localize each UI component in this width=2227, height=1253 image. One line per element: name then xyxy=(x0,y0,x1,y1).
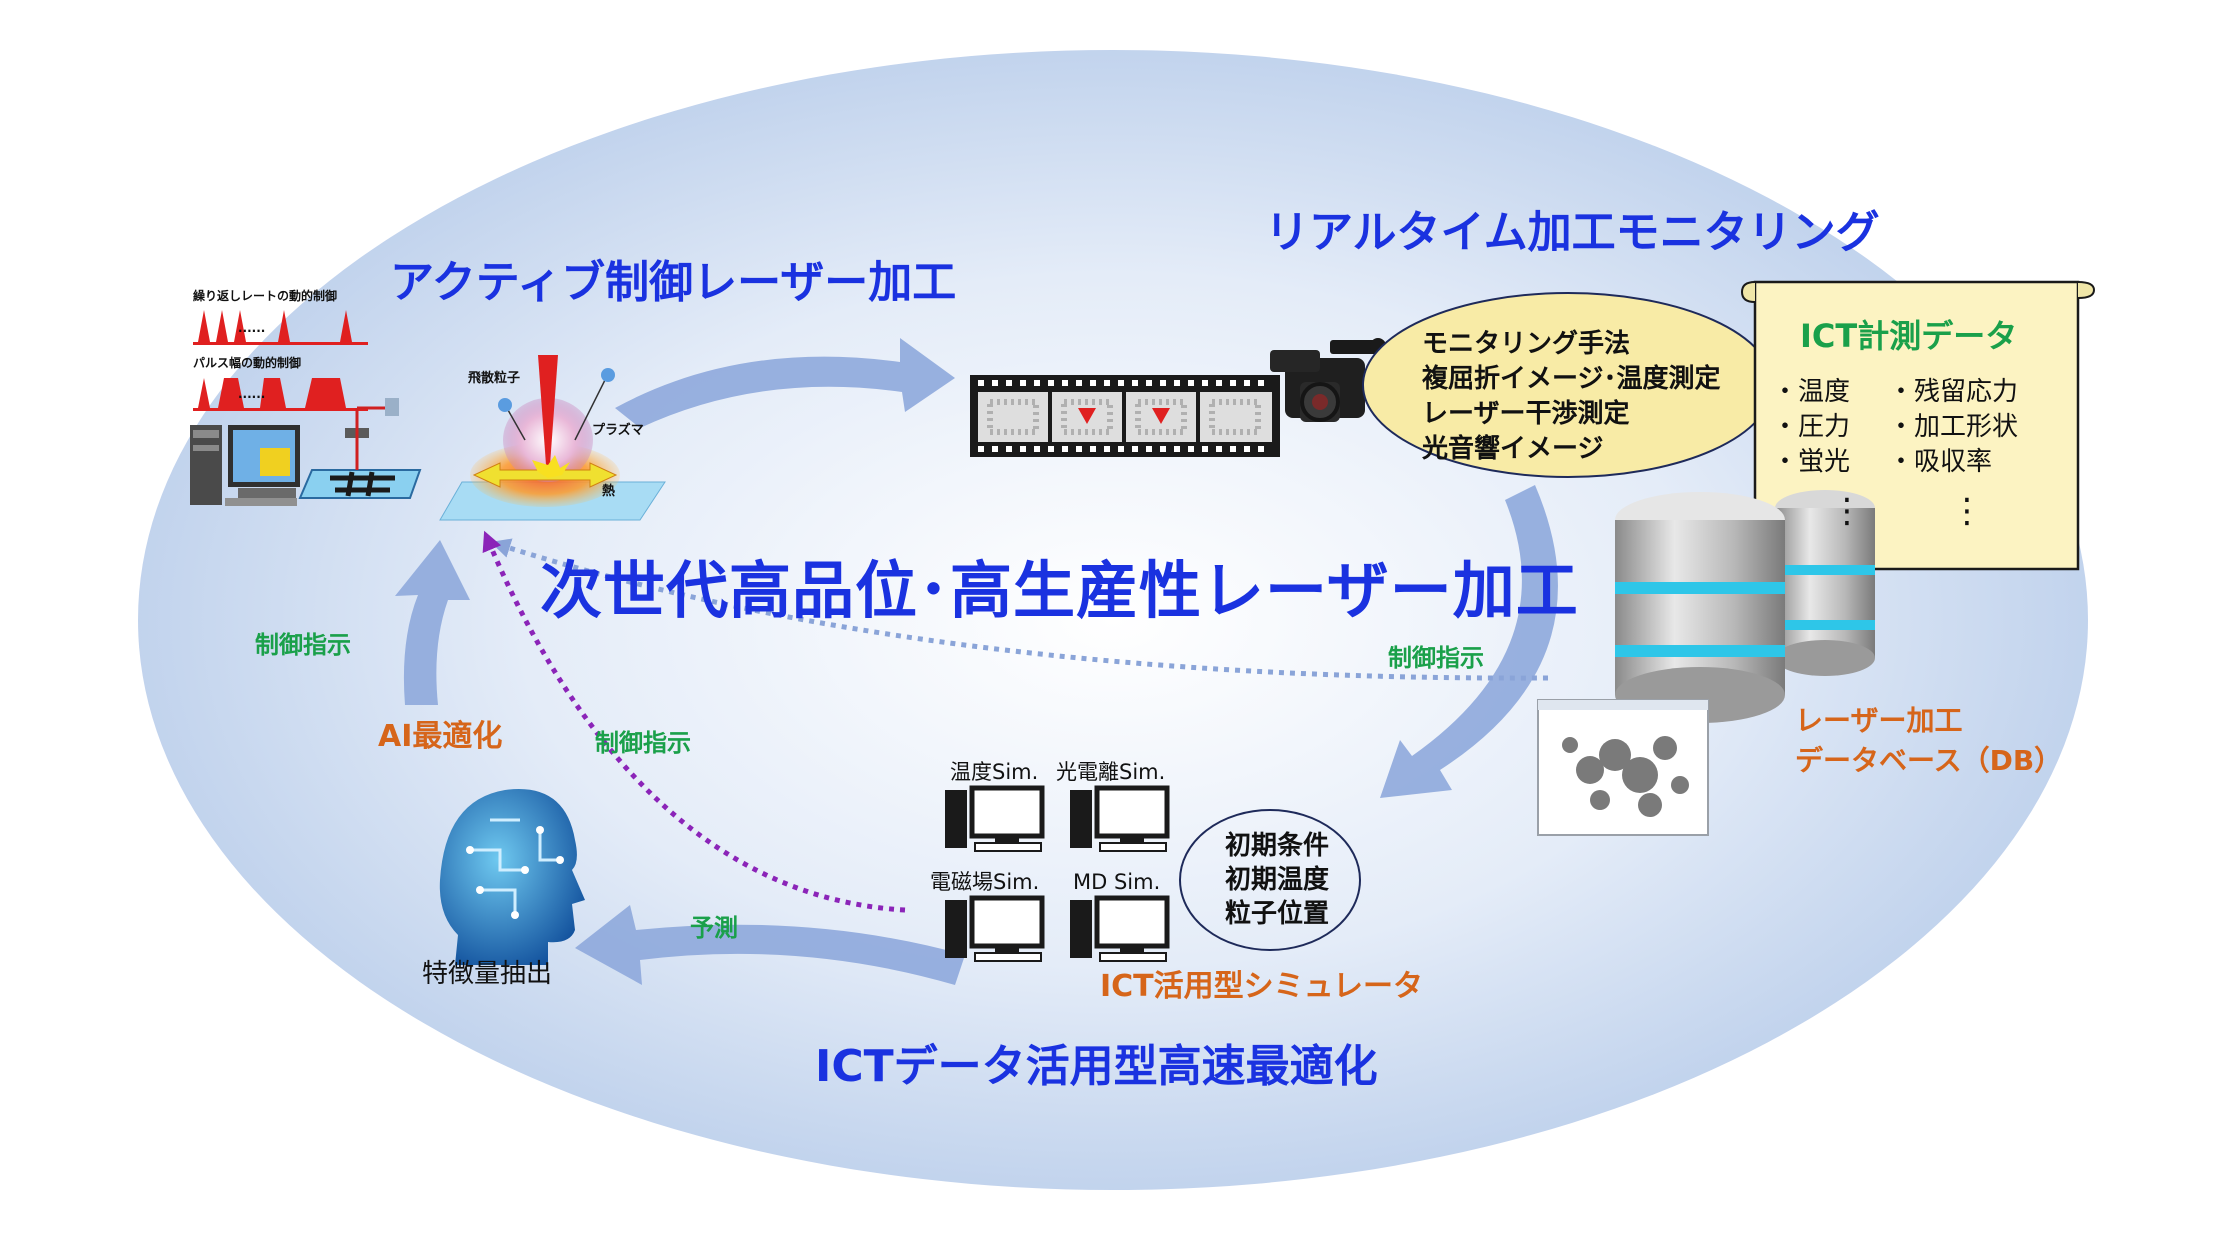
film-strip xyxy=(970,375,1280,457)
section-ict-optimization: ICTデータ活用型高速最適化 xyxy=(815,1041,1378,1092)
pulse-waveforms xyxy=(193,310,368,411)
monitoring-line-3: レーザー干渉測定 xyxy=(1422,399,1630,429)
database-icon xyxy=(1615,490,1875,723)
initial-condition-line-1: 初期条件 xyxy=(1225,831,1330,861)
md-sim-label: MD Sim. xyxy=(1073,870,1161,894)
control-instruction-purple: 制御指示 xyxy=(595,729,691,757)
monitoring-line-1: モニタリング手法 xyxy=(1422,329,1631,359)
db-screenshot xyxy=(1537,699,1709,836)
database-label-line-1: レーザー加工 xyxy=(1795,704,1963,737)
waveform-axis-2 xyxy=(193,408,368,411)
control-instruction-left: 制御指示 xyxy=(255,631,351,659)
arrow-left xyxy=(395,540,470,705)
ai-head-icon xyxy=(439,789,585,965)
computer-em-sim xyxy=(945,895,1045,962)
film-perforations xyxy=(978,380,1264,452)
plasma-label: プラズマ xyxy=(592,423,644,438)
rep-rate-ellipsis: ...... xyxy=(238,321,266,335)
computer-photo-sim xyxy=(1070,785,1170,852)
ict-col1-item-2: ・圧力 xyxy=(1772,412,1851,442)
monitoring-line-4: 光音響イメージ xyxy=(1422,434,1604,464)
arrow-right xyxy=(1380,485,1558,798)
film-frame-dots xyxy=(987,399,1261,435)
video-camera-icon xyxy=(1270,338,1386,422)
ai-optimization-label: AI最適化 xyxy=(378,719,503,754)
simulator-computers xyxy=(945,785,1170,962)
em-sim-label: 電磁場Sim. xyxy=(930,870,1040,894)
temp-sim-label: 温度Sim. xyxy=(950,760,1039,784)
predict-label: 予測 xyxy=(690,914,738,942)
ict-col2-item-3: ・吸収率 xyxy=(1888,447,1993,477)
simulator-label: ICT活用型シミュレータ xyxy=(1100,969,1424,1004)
arrow-top xyxy=(615,338,955,428)
monitoring-line-2: 複屈折イメージ･温度測定 xyxy=(1422,364,1721,394)
ict-col1-item-1: ・温度 xyxy=(1772,377,1851,407)
pulse-width-label: パルス幅の動的制御 xyxy=(193,356,302,370)
particles-label: 飛散粒子 xyxy=(468,371,521,386)
rep-rate-label: 繰り返しレートの動的制御 xyxy=(193,289,338,303)
ict-col2-item-1: ・残留応力 xyxy=(1888,377,2019,407)
heat-label: 熱 xyxy=(602,484,616,499)
ict-col2-dots: ⋮ xyxy=(1950,491,1984,531)
initial-conditions-bubble xyxy=(1179,809,1361,951)
ict-scroll-title: ICT計測データ xyxy=(1800,317,2018,355)
control-computer xyxy=(190,425,300,506)
pulse-width-ellipsis: ...... xyxy=(238,387,266,401)
waveform-axis-1 xyxy=(193,342,368,345)
section-realtime-monitoring: リアルタイム加工モニタリング xyxy=(1265,207,1880,258)
ict-col1-dots: ⋮ xyxy=(1830,491,1864,531)
main-title: 次世代高品位･高生産性レーザー加工 xyxy=(540,554,1579,627)
waveform-pulse-width xyxy=(198,378,346,408)
ict-col2-item-2: ・加工形状 xyxy=(1888,412,2019,442)
database-label-line-2: データベース（DB） xyxy=(1795,744,2063,777)
ict-col1-item-3: ・蛍光 xyxy=(1772,447,1851,477)
computer-temp-sim xyxy=(945,785,1045,852)
waveform-rep-rate xyxy=(198,310,352,342)
initial-condition-line-3: 粒子位置 xyxy=(1225,899,1330,929)
arrow-bottom xyxy=(575,905,965,985)
control-instruction-right: 制御指示 xyxy=(1388,644,1484,672)
laser-stage xyxy=(298,398,422,499)
laser-interaction-sketch xyxy=(439,355,666,521)
dotted-arrow-blue xyxy=(490,538,1549,681)
photo-sim-label: 光電離Sim. xyxy=(1056,760,1166,784)
flow-arrows xyxy=(395,338,1558,985)
section-active-control: アクティブ制御レーザー加工 xyxy=(390,257,957,308)
initial-condition-line-2: 初期温度 xyxy=(1225,865,1330,895)
feature-extraction-label: 特徴量抽出 xyxy=(422,959,553,989)
computer-md-sim xyxy=(1070,895,1170,962)
